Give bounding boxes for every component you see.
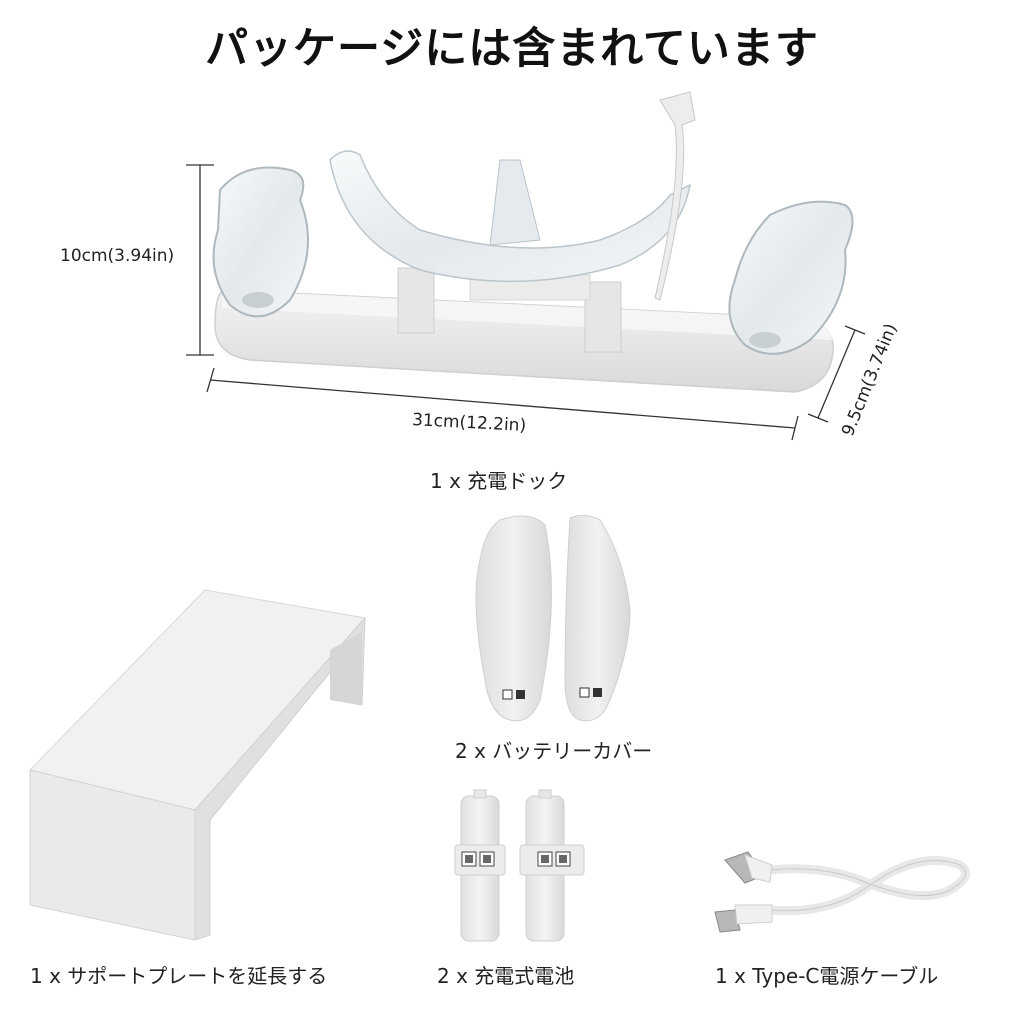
dock-label: 1 x 充電ドック	[430, 469, 568, 493]
dock-height-dimension: 10cm(3.94in)	[60, 246, 175, 266]
battery-label: 2 x 充電式電池	[437, 964, 575, 988]
battery-image	[454, 789, 585, 942]
page-title: パッケージには含まれています	[205, 24, 819, 74]
battery-cover-label: 2 x バッテリーカバー	[455, 739, 653, 763]
usb-cable-image	[714, 851, 971, 933]
dimension-lines	[186, 164, 866, 441]
support-plate-label: 1 x サポートプレートを延長する	[30, 964, 328, 988]
charging-dock-image	[212, 91, 854, 393]
battery-cover-image	[475, 514, 631, 722]
cable-label: 1 x Type-C電源ケーブル	[715, 964, 939, 988]
support-plate-image	[29, 589, 366, 941]
